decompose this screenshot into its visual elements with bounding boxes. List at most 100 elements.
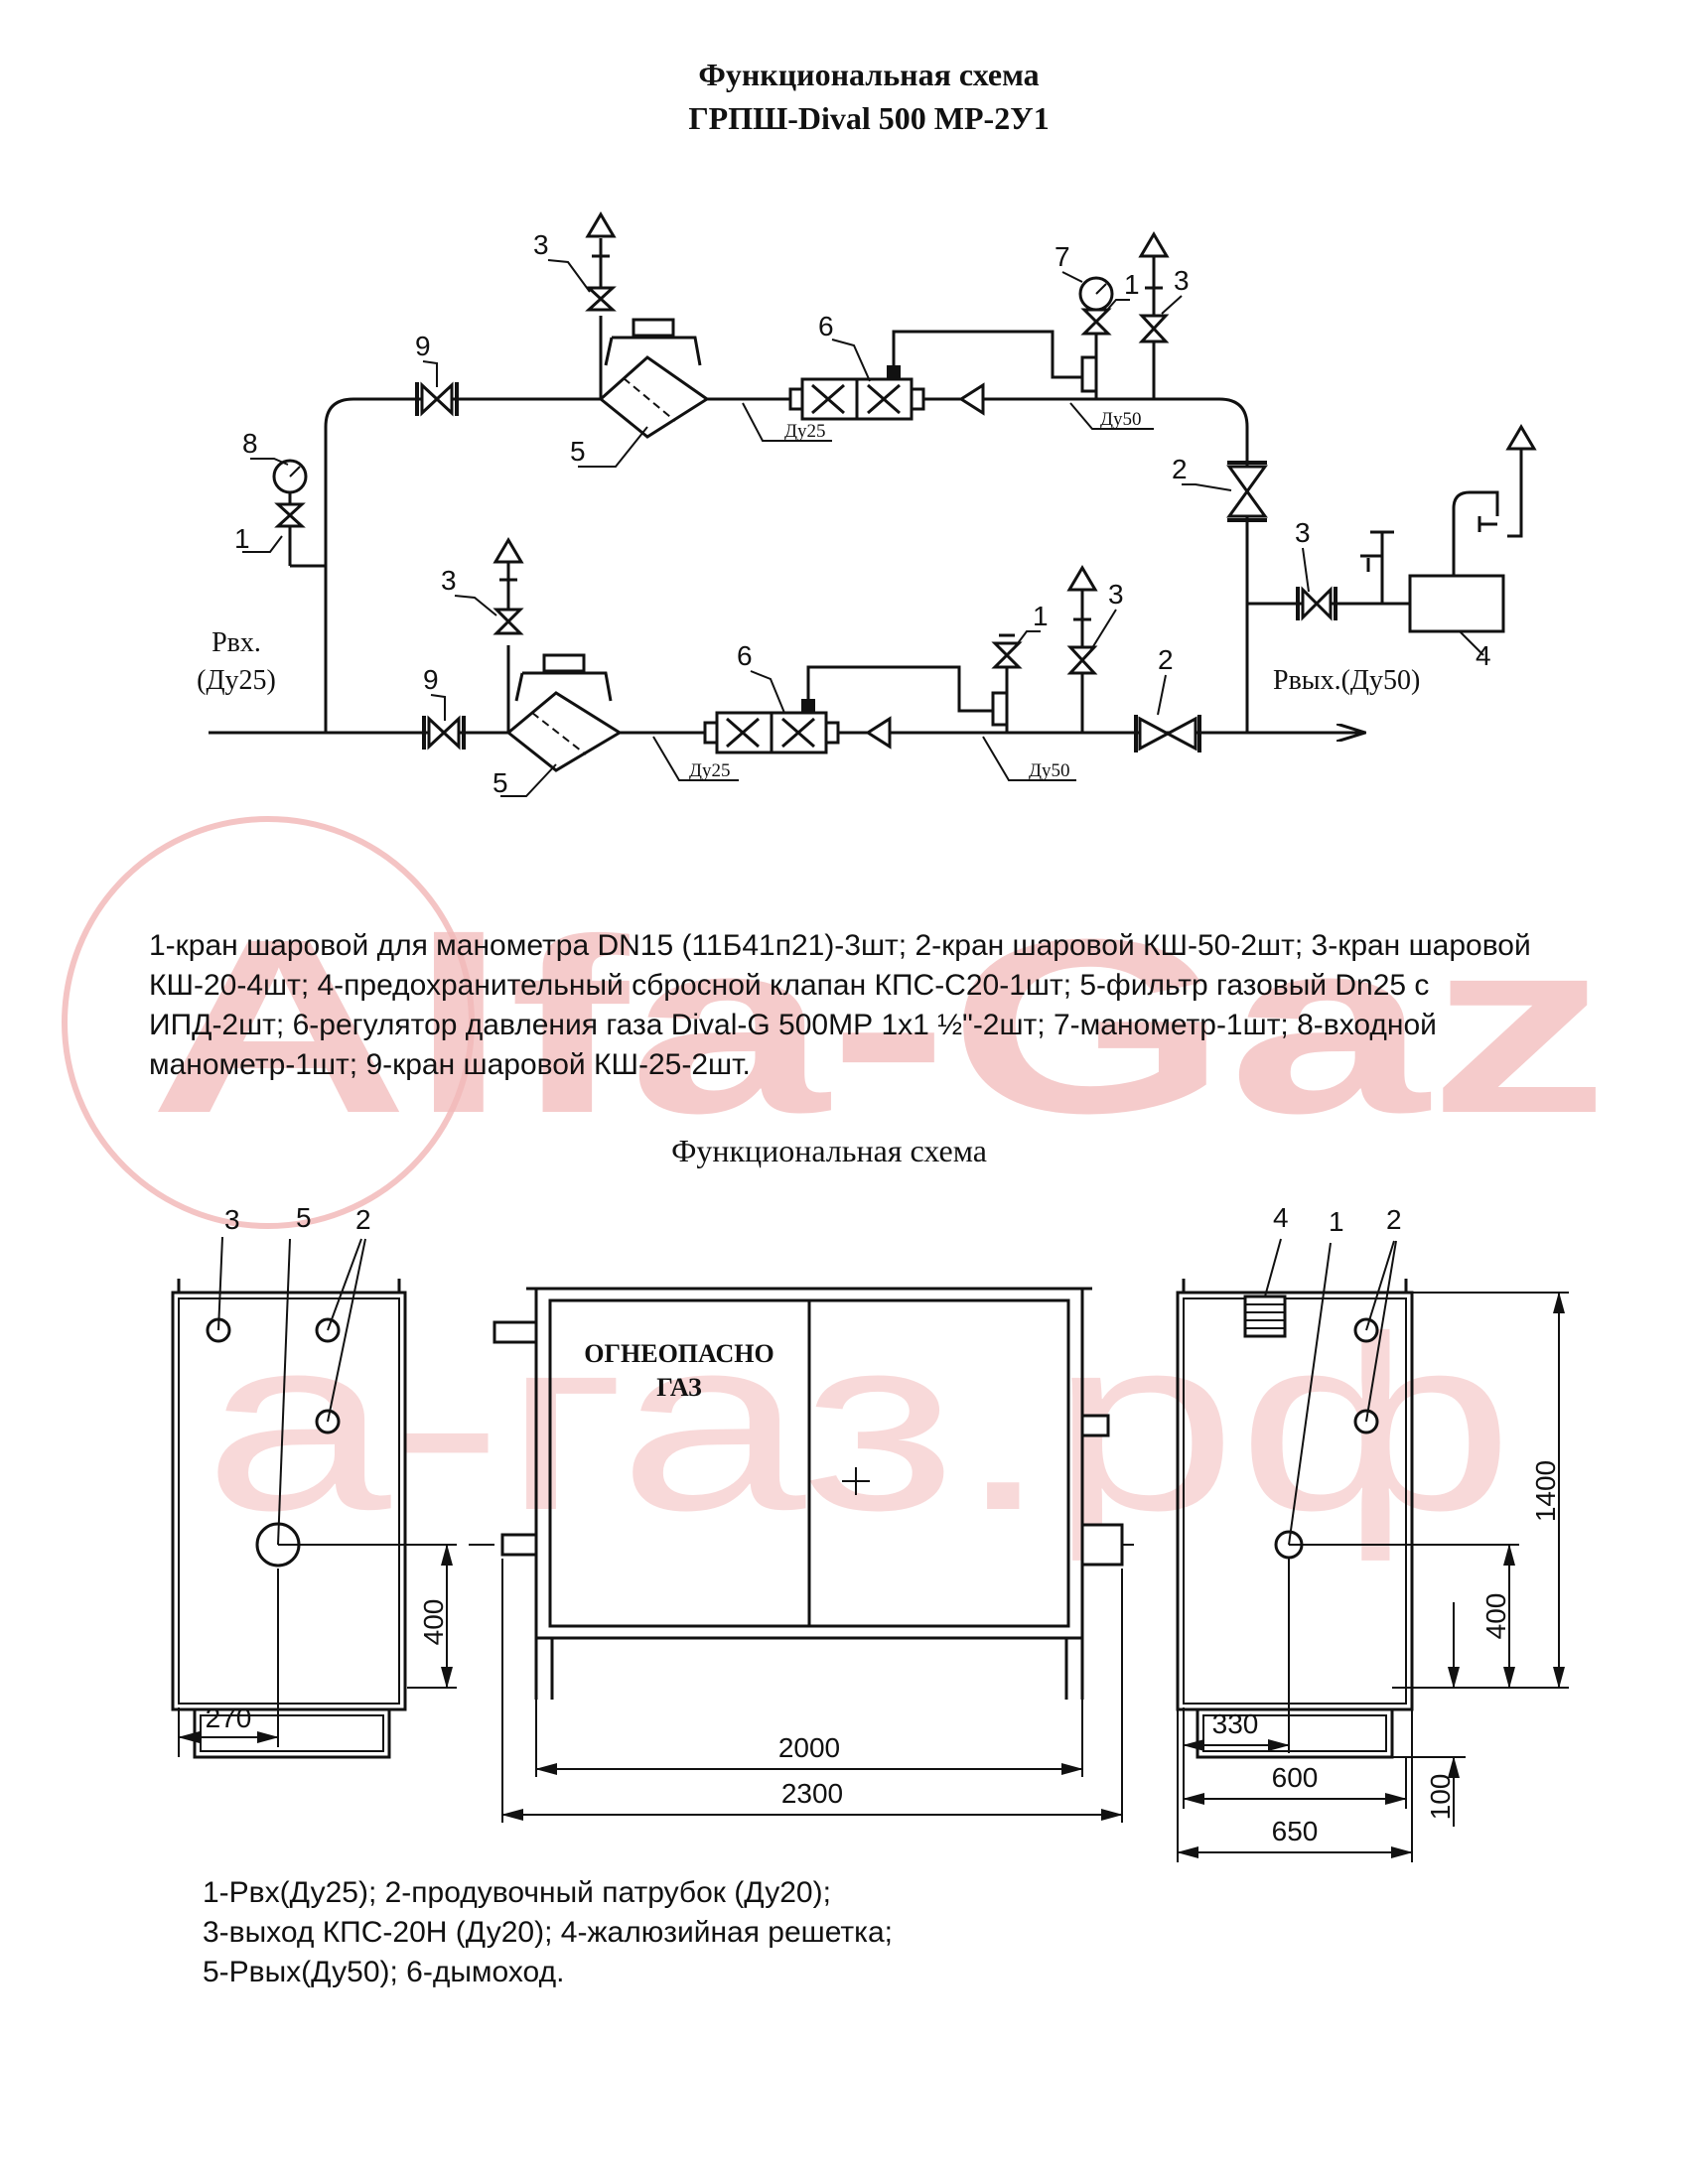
cabinet-legend-line-1: 1-Рвх(Ду25); 2-продувочный патрубок (Ду2… <box>203 1876 831 1909</box>
manometer-needle <box>1095 283 1107 295</box>
impulse-line <box>806 665 998 713</box>
leader-line <box>750 670 785 714</box>
leader-line <box>1014 630 1041 648</box>
relief-valve-icon <box>1408 574 1505 633</box>
vent-arrow-icon <box>1138 231 1170 258</box>
leader-line <box>652 736 739 781</box>
watermark-text-2: а-газ.рф <box>204 1285 1514 1562</box>
leader-line <box>250 458 289 466</box>
ball-valve-icon <box>1066 645 1098 675</box>
impulse-fitting <box>801 699 815 713</box>
legend-line-3: ИПД-2шт; 6-регулятор давления газа Dival… <box>149 1009 1437 1041</box>
flange <box>910 387 925 411</box>
marker-4: 4 <box>1476 640 1491 671</box>
check-valve-icon <box>865 716 892 750</box>
leader-line <box>1365 1240 1397 1423</box>
marker-2-lower: 2 <box>1158 644 1174 675</box>
leader-line <box>1288 1242 1332 1546</box>
cabinet-legend-line-2: 3-выход КПС-20Н (Ду20); 4-жалюзийная реш… <box>203 1916 893 1949</box>
leader-line <box>327 1238 366 1423</box>
marker-9-lower: 9 <box>423 664 439 695</box>
filter-element <box>623 377 676 422</box>
leader-line <box>1264 1238 1282 1297</box>
leader-line <box>500 763 557 797</box>
manometer-fitting <box>991 691 1009 727</box>
nozzle-left-top <box>492 1320 538 1344</box>
inlet-size-label: (Ду25) <box>197 665 276 696</box>
impulse-fitting <box>887 365 901 379</box>
ball-valve-icon <box>1138 716 1197 751</box>
main-pipe-upper <box>324 397 1249 733</box>
ball-valve-icon <box>1138 314 1170 343</box>
pressure-indicator-icon <box>632 318 675 338</box>
filter-5-upper <box>598 316 710 439</box>
marker-1-lower: 1 <box>1033 601 1049 631</box>
marker-5-upper: 5 <box>570 436 586 467</box>
callout-markers: 8 1 9 3 5 6 7 1 3 2 3 4 3 9 5 6 1 3 2 <box>234 229 1491 798</box>
dim-front-outer: 2300 <box>781 1778 843 1809</box>
pipe-label-du50-lower: Ду50 <box>1029 760 1069 781</box>
right-base <box>1196 1707 1394 1759</box>
dim-right-330: 330 <box>1212 1708 1259 1739</box>
warning-sign-line-2: ГАЗ <box>656 1373 702 1402</box>
vent-arrow-icon <box>585 211 617 238</box>
leader-line <box>982 736 1076 781</box>
right-base-inner <box>1202 1714 1387 1752</box>
leader-line <box>742 402 832 442</box>
regulator-stages <box>726 717 815 749</box>
ball-valve-icon <box>274 502 306 528</box>
marker-2-riser: 2 <box>1172 454 1188 484</box>
leader-line <box>1459 630 1484 656</box>
right-marker-4: 4 <box>1273 1202 1289 1233</box>
outlet-manometer-assembly-upper <box>1078 231 1170 399</box>
indicator-tubes <box>604 336 702 366</box>
ball-valve-icon <box>420 381 454 417</box>
marker-3-upper-left: 3 <box>533 229 549 260</box>
leader-line <box>1365 1240 1395 1331</box>
leader-line <box>831 339 871 382</box>
marker-3-relief: 3 <box>1295 517 1311 548</box>
filter-icon <box>598 355 710 439</box>
dim-right-400: 400 <box>1480 1593 1511 1640</box>
leader-line <box>1161 295 1183 315</box>
regulator-6-lower <box>703 665 998 754</box>
dim-right-650: 650 <box>1272 1816 1319 1846</box>
legend-line-2: КШ-20-4шт; 4-предохранительный сбросной … <box>149 969 1429 1002</box>
filter-icon <box>505 691 623 772</box>
right-body-inner <box>1183 1297 1407 1705</box>
regulator-stages <box>811 383 901 415</box>
dim-left-height: 400 <box>418 1599 449 1646</box>
leader-line <box>277 1238 291 1546</box>
impulse-line <box>892 330 1087 379</box>
title-line-2: ГРПШ-Dival 500 МР-2У1 <box>688 100 1049 136</box>
marker-1-upper: 1 <box>1124 269 1140 300</box>
dim-right-600: 600 <box>1272 1762 1319 1793</box>
cabinet-legend: 1-Рвх(Ду25); 2-продувочный патрубок (Ду2… <box>203 1876 893 1988</box>
manometer-fitting <box>1080 355 1098 393</box>
nozzle-right-top <box>1080 1414 1110 1437</box>
leader-line <box>217 1236 223 1331</box>
watermark: Alfa-Gaz а-газ.рф <box>62 816 1609 1562</box>
valve-2-riser <box>1226 461 1268 522</box>
relief-valve-group <box>1296 424 1537 656</box>
dim-front-inner: 2000 <box>778 1732 840 1763</box>
filter-element <box>531 712 587 755</box>
marker-3-upper-right: 3 <box>1174 265 1190 296</box>
front-body <box>534 1287 1084 1640</box>
left-marker-3: 3 <box>224 1204 240 1235</box>
leader-line <box>430 694 446 721</box>
section-2-title: Функциональная схема <box>671 1133 987 1168</box>
leader-line <box>1069 402 1154 430</box>
leader-line <box>454 595 497 616</box>
dim-right-100: 100 <box>1425 1774 1456 1821</box>
outlet-assembly-lower <box>991 565 1098 733</box>
regulator-6-upper <box>788 330 1087 421</box>
nozzle-right-bottom <box>1080 1523 1124 1567</box>
purge-valve-3-upper-left <box>585 211 617 312</box>
leader-line <box>1061 271 1083 283</box>
left-marker-2: 2 <box>355 1204 371 1235</box>
marker-7: 7 <box>1055 241 1070 272</box>
louver-slats <box>1245 1303 1285 1329</box>
leader-line <box>1182 483 1232 491</box>
